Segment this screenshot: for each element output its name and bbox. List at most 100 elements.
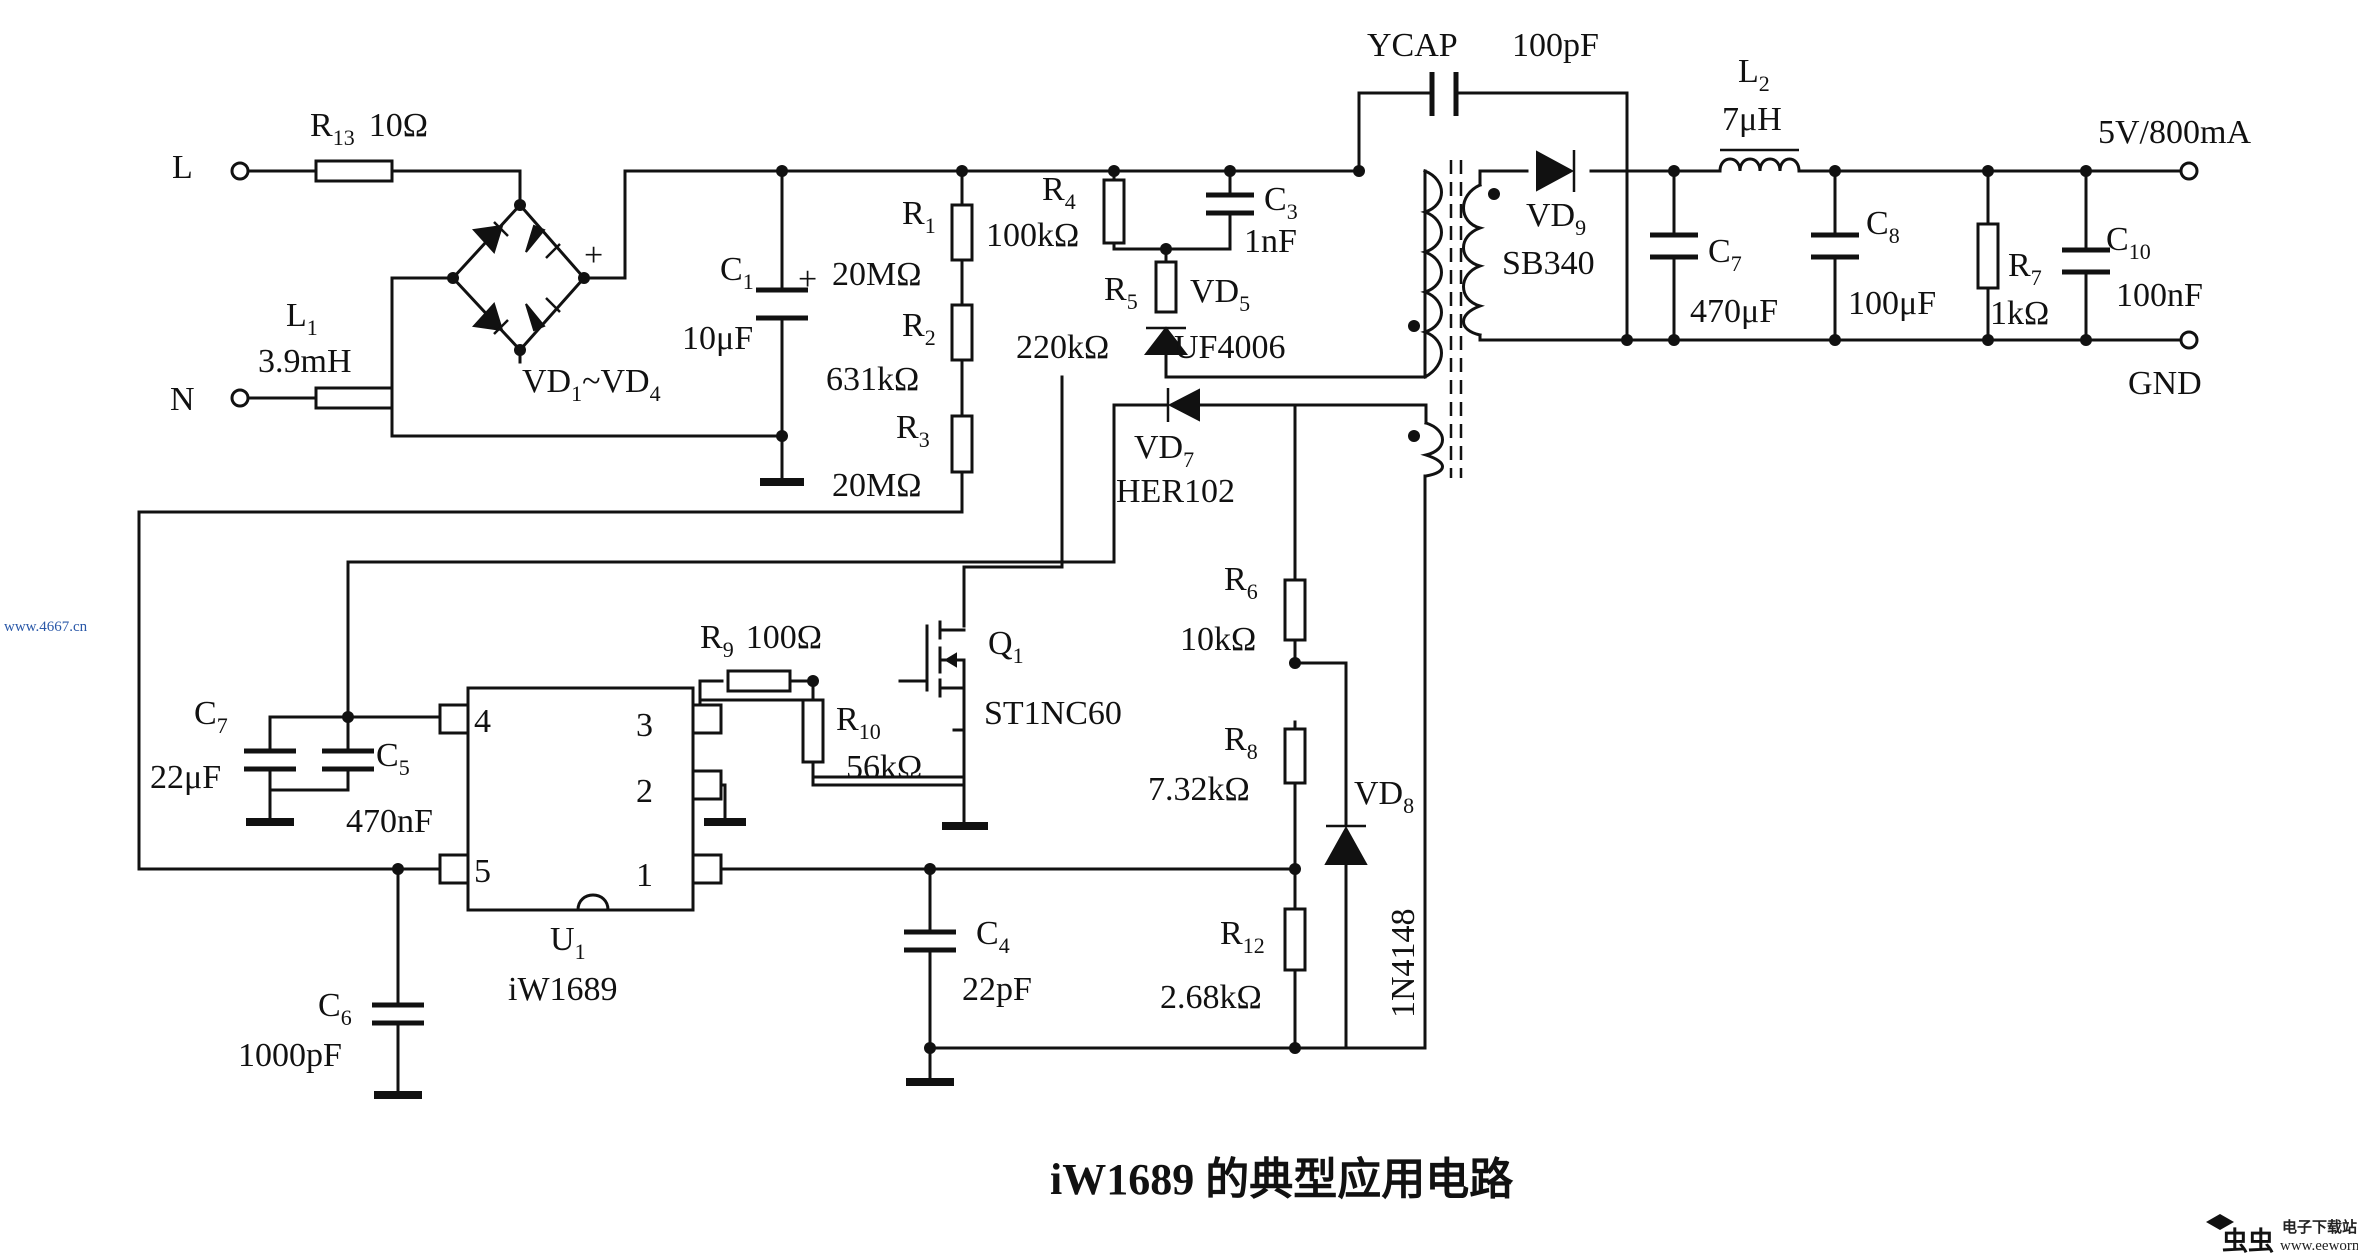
svg-text:C6: C6	[318, 987, 352, 1030]
wires	[137, 91, 2183, 1097]
junction-dot	[1668, 334, 1680, 346]
junction-dot	[1353, 165, 1365, 177]
junction-dot	[1982, 334, 1994, 346]
svg-text:R6: R6	[1224, 561, 1258, 604]
svg-text:1kΩ: 1kΩ	[1990, 295, 2049, 332]
terminal-n	[230, 388, 250, 408]
svg-text:L2: L2	[1738, 53, 1770, 96]
l2-inductor: L2 7μH	[1718, 53, 1801, 173]
svg-text:C8: C8	[1866, 205, 1900, 248]
svg-text:+: +	[584, 237, 603, 274]
svg-text:22pF: 22pF	[962, 971, 1032, 1008]
c8-capacitor: C8 100μF	[1811, 205, 1936, 322]
svg-text:HER102: HER102	[1116, 473, 1235, 510]
svg-text:2: 2	[636, 773, 653, 810]
c7-output-capacitor: C7 470μF	[1650, 232, 1778, 330]
svg-text:C10: C10	[2106, 221, 2151, 264]
svg-text:3.9mH: 3.9mH	[258, 343, 352, 380]
u1-ic: 4 3 2 5 1 U1 iW1689	[438, 686, 723, 1008]
terminal-l	[230, 161, 250, 181]
svg-text:R4: R4	[1042, 171, 1076, 214]
r7-resistor: R7 1kΩ	[1976, 222, 2049, 332]
junction-dot	[924, 863, 936, 875]
svg-text:电子下载站: 电子下载站	[2282, 1218, 2357, 1236]
svg-text:10kΩ: 10kΩ	[1180, 621, 1256, 658]
svg-text:20MΩ: 20MΩ	[832, 256, 922, 293]
junction-dot	[1621, 334, 1633, 346]
c7-input-capacitor: C7 22μF	[150, 695, 296, 796]
svg-text:VD1~VD4: VD1~VD4	[522, 363, 661, 406]
c5-capacitor: C5 470nF	[322, 737, 433, 840]
terminal-n-label: N	[170, 381, 195, 418]
svg-text:R12: R12	[1220, 915, 1265, 958]
svg-text:R7: R7	[2008, 247, 2042, 290]
l1-inductor: L1 3.9mH	[258, 297, 394, 410]
svg-text:R5: R5	[1104, 271, 1138, 314]
gnd-label: GND	[2128, 365, 2202, 402]
figure-caption: iW1689 的典型应用电路	[1050, 1155, 1514, 1204]
svg-text:22μF: 22μF	[150, 759, 221, 796]
svg-text:R2: R2	[902, 307, 936, 350]
junction-dot	[1289, 863, 1301, 875]
junction-dot	[1668, 165, 1680, 177]
svg-text:VD9: VD9	[1526, 197, 1586, 240]
junction-dot	[1829, 165, 1841, 177]
svg-text:4: 4	[474, 703, 491, 740]
junction-dot	[776, 165, 788, 177]
junction-dot	[807, 675, 819, 687]
junction-dot	[1224, 165, 1236, 177]
vd9-diode: VD9 SB340	[1502, 150, 1595, 282]
r5-resistor: R5 220kΩ	[1016, 260, 1178, 366]
svg-text:www.eeworm.com: www.eeworm.com	[2280, 1238, 2358, 1253]
junction-dot	[924, 1042, 936, 1054]
svg-text:3: 3	[636, 707, 653, 744]
svg-text:100kΩ: 100kΩ	[986, 217, 1079, 254]
junction-dot	[1829, 334, 1841, 346]
svg-text:YCAP: YCAP	[1367, 27, 1458, 64]
junction-dot	[1982, 165, 1994, 177]
svg-text:470nF: 470nF	[346, 803, 433, 840]
svg-text:C7: C7	[1708, 233, 1742, 276]
logo-mark-icon: 虫虫	[2222, 1227, 2274, 1253]
transformer	[1408, 160, 1500, 478]
ycap-capacitor: YCAP 100pF	[1367, 27, 1599, 116]
vd8-diode: VD8 1N4148	[1324, 775, 1422, 1018]
r12-resistor: R12 2.68kΩ	[1160, 907, 1307, 1016]
svg-text:100nF: 100nF	[2116, 277, 2203, 314]
junction-dot	[1108, 165, 1120, 177]
junction-dot	[392, 863, 404, 875]
r6-resistor: R6 10kΩ	[1180, 561, 1307, 658]
terminal-out	[2179, 161, 2199, 181]
svg-text:C1: C1	[720, 251, 754, 294]
svg-text:C3: C3	[1264, 181, 1298, 224]
watermark-left: www.4667.cn	[4, 619, 88, 635]
svg-text:100μF: 100μF	[1848, 285, 1936, 322]
svg-text:U1: U1	[550, 921, 586, 964]
svg-text:VD5: VD5	[1190, 273, 1250, 316]
svg-text:L1: L1	[286, 297, 318, 340]
svg-text:7.32kΩ: 7.32kΩ	[1148, 771, 1250, 808]
svg-text:+: +	[798, 261, 817, 298]
svg-text:R8: R8	[1224, 721, 1258, 764]
svg-text:SB340: SB340	[1502, 245, 1595, 282]
svg-text:470μF: 470μF	[1690, 293, 1778, 330]
terminal-gnd	[2179, 330, 2199, 350]
bridge-rectifier: + VD1~VD4	[450, 202, 661, 406]
junction-dot	[2080, 165, 2092, 177]
gate-wires	[691, 679, 966, 787]
junction-dot	[1289, 657, 1301, 669]
junction-dot	[956, 165, 968, 177]
svg-text:C5: C5	[376, 737, 410, 780]
svg-text:7μH: 7μH	[1722, 101, 1782, 138]
svg-text:VD8: VD8	[1354, 775, 1414, 818]
svg-text:Q1: Q1	[988, 625, 1024, 668]
r10-resistor: R10 56kΩ	[801, 698, 922, 786]
svg-text:1000pF: 1000pF	[238, 1037, 342, 1074]
svg-text:2.68kΩ: 2.68kΩ	[1160, 979, 1262, 1016]
svg-text:220kΩ: 220kΩ	[1016, 329, 1109, 366]
